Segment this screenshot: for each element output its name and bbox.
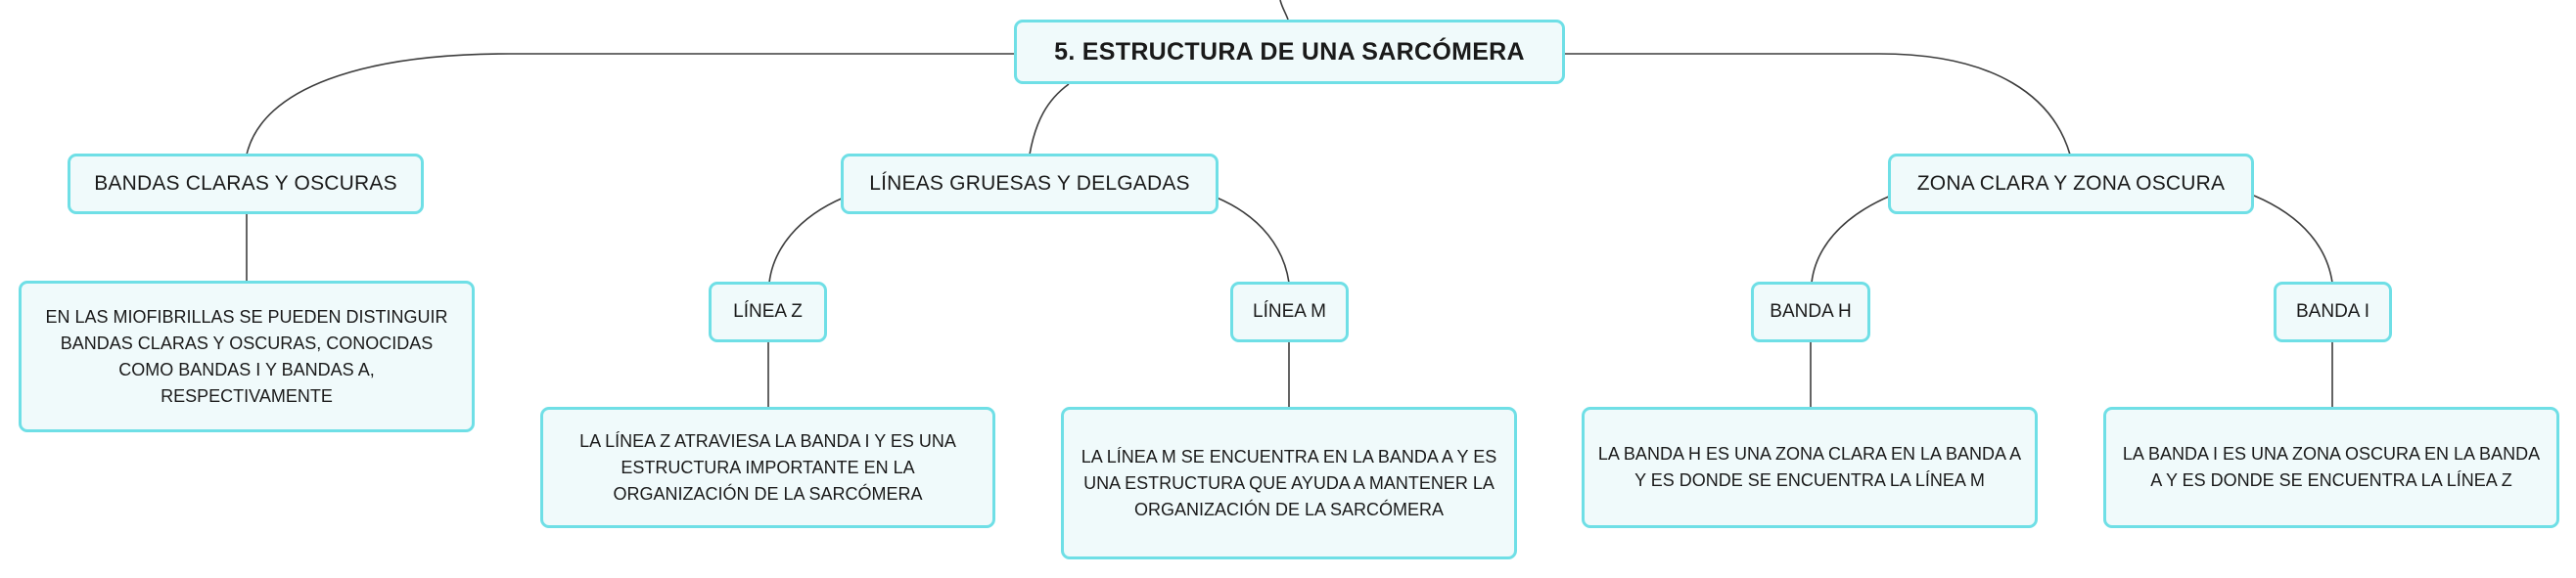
description-text: LA LÍNEA Z ATRAVIESA LA BANDA I Y ES UNA… [579, 430, 956, 504]
connector-zona-to-banda-h [1811, 195, 1892, 284]
connector-root-to-zona [1563, 53, 2071, 156]
child-node-linea-m[interactable]: LÍNEA M [1230, 282, 1349, 342]
description-text: LA BANDA H ES UNA ZONA CLARA EN LA BANDA… [1597, 444, 2022, 490]
description-node-banda-h[interactable]: LA BANDA H ES UNA ZONA CLARA EN LA BANDA… [1582, 407, 2038, 528]
description-node-banda-i[interactable]: LA BANDA I ES UNA ZONA OSCURA EN LA BAND… [2103, 407, 2559, 528]
connector-zona-to-banda-i [2253, 195, 2333, 284]
branch-node-label: BANDAS CLARAS Y OSCURAS [94, 172, 397, 195]
child-node-label: LÍNEA Z [733, 301, 803, 322]
branch-node-label: ZONA CLARA Y ZONA OSCURA [1916, 172, 2226, 195]
root-node[interactable]: 5. ESTRUCTURA DE UNA SARCÓMERA [1014, 20, 1565, 84]
description-node-linea-m[interactable]: LA LÍNEA M SE ENCUENTRA EN LA BANDA A Y … [1061, 407, 1517, 559]
description-text: LA BANDA I ES UNA ZONA OSCURA EN LA BAND… [2122, 444, 2541, 490]
child-node-banda-h[interactable]: BANDA H [1751, 282, 1870, 342]
description-text: EN LAS MIOFIBRILLAS SE PUEDEN DISTINGUIR… [45, 306, 448, 406]
connector-root-incoming [1279, 0, 1289, 21]
child-node-banda-i[interactable]: BANDA I [2274, 282, 2392, 342]
branch-node-zona[interactable]: ZONA CLARA Y ZONA OSCURA [1888, 154, 2254, 214]
branch-node-bandas[interactable]: BANDAS CLARAS Y OSCURAS [68, 154, 424, 214]
branch-node-lineas[interactable]: LÍNEAS GRUESAS Y DELGADAS [841, 154, 1219, 214]
connector-root-to-lineas [1029, 83, 1070, 156]
connector-lineas-to-linea-z [768, 197, 845, 284]
description-node-linea-z[interactable]: LA LÍNEA Z ATRAVIESA LA BANDA I Y ES UNA… [540, 407, 995, 528]
connector-lineas-to-linea-m [1216, 197, 1290, 284]
child-node-linea-z[interactable]: LÍNEA Z [709, 282, 827, 342]
description-node-bandas[interactable]: EN LAS MIOFIBRILLAS SE PUEDEN DISTINGUIR… [19, 281, 475, 432]
root-node-label: 5. ESTRUCTURA DE UNA SARCÓMERA [1054, 37, 1525, 66]
description-text: LA LÍNEA M SE ENCUENTRA EN LA BANDA A Y … [1081, 446, 1497, 519]
child-node-label: LÍNEA M [1253, 301, 1326, 322]
child-node-label: BANDA H [1770, 301, 1852, 322]
connector-root-to-bandas [246, 53, 1016, 156]
child-node-label: BANDA I [2296, 301, 2369, 322]
branch-node-label: LÍNEAS GRUESAS Y DELGADAS [869, 172, 1190, 195]
